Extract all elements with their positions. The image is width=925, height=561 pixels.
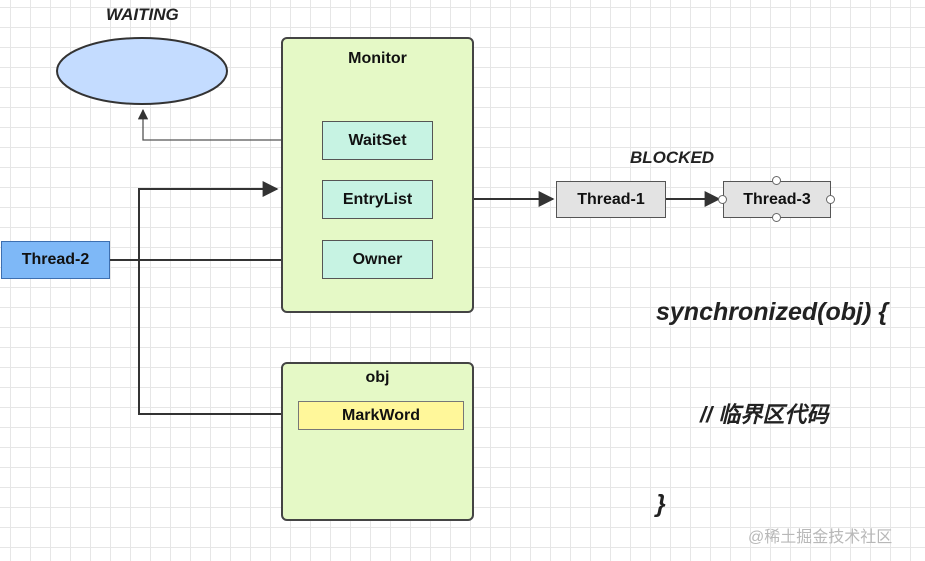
code-line-2: // 临界区代码 [700, 402, 829, 427]
monitor-title: Monitor [348, 50, 407, 67]
waiting-label: WAITING [106, 5, 179, 24]
selection-handle-right[interactable] [826, 195, 835, 204]
owner-box[interactable]: Owner [322, 240, 433, 279]
selection-handle-bottom[interactable] [772, 213, 781, 222]
waiting-ellipse [56, 37, 228, 105]
selection-handle-top[interactable] [772, 176, 781, 185]
thread-2-box[interactable]: Thread-2 [1, 241, 110, 279]
markword-box[interactable]: MarkWord [298, 401, 464, 430]
blocked-label: BLOCKED [630, 148, 715, 167]
thread-3-box[interactable]: Thread-3 [723, 181, 831, 218]
obj-title: obj [365, 369, 390, 386]
markword-to-monitor-arrow [138, 181, 298, 415]
watermark: @稀土掘金技术社区 [748, 529, 893, 546]
selection-handle-left[interactable] [718, 195, 727, 204]
entrylist-box[interactable]: EntryList [322, 180, 433, 219]
code-line-3: } [656, 490, 666, 518]
code-line-1: synchronized(obj) { [656, 298, 888, 326]
obj-container: obj [281, 362, 474, 521]
waitset-box[interactable]: WaitSet [322, 121, 433, 160]
thread-1-box[interactable]: Thread-1 [556, 181, 666, 218]
waitset-to-waiting-arrow [137, 108, 322, 141]
